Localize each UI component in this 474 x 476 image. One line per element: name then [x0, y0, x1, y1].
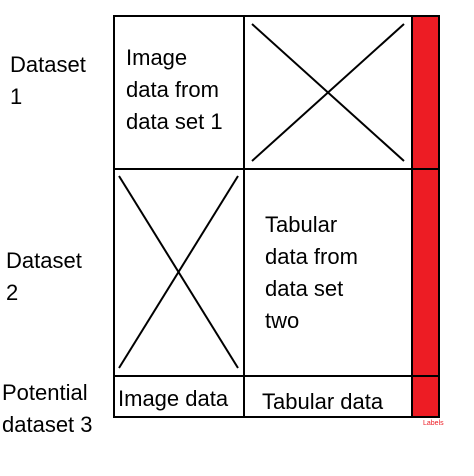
cell-image-dataset-1: Image data from data set 1: [126, 45, 223, 134]
missing-image-dataset-2-cross: [118, 175, 239, 369]
labels-column-bar: [413, 16, 439, 417]
cell-tabular-dataset-3: Tabular data: [262, 389, 384, 414]
row-label-dataset-1: Dataset 1: [10, 52, 86, 109]
grid-outline: [113, 15, 440, 418]
labels-column-caption: Labels: [423, 420, 444, 427]
row-label-dataset-2: Dataset 2: [6, 248, 82, 305]
row-label-dataset-3: Potential dataset 3: [2, 380, 93, 437]
missing-tabular-dataset-1-cross: [251, 23, 405, 162]
cell-image-dataset-3: Image data: [118, 386, 229, 411]
cell-tabular-dataset-2: Tabular data from data set two: [265, 212, 358, 333]
